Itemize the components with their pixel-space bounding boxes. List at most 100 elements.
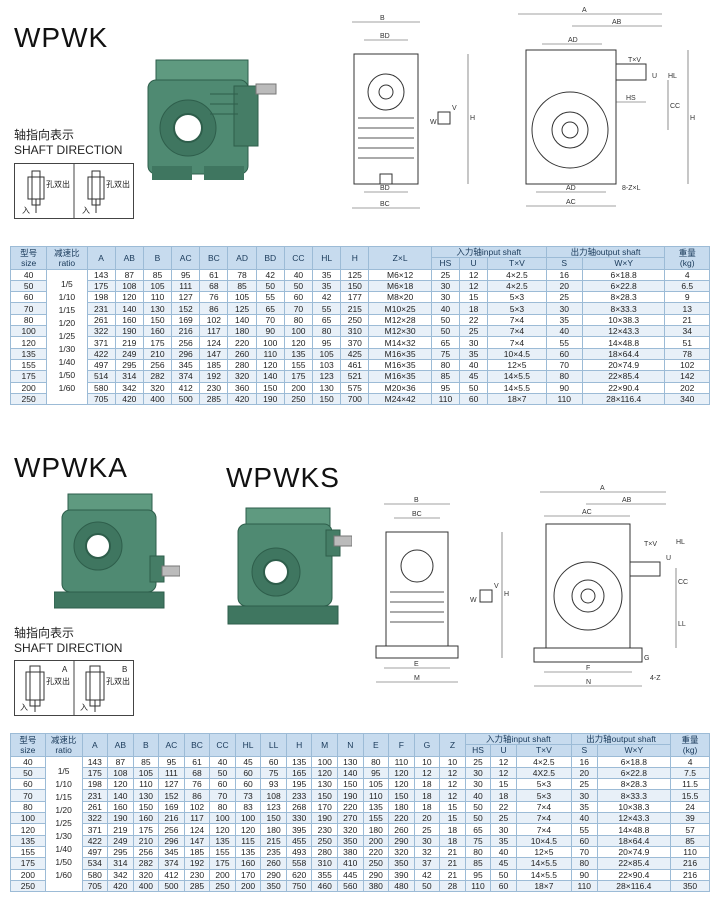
table-cell: 40 [464,789,492,802]
table-cell: 219 [107,823,134,836]
size-cell: 250 [10,879,46,893]
table-cell: 175 [209,857,236,870]
table-cell: 420 [114,392,144,406]
table-cell: 12 [439,789,466,802]
table-cell: 60 [260,755,287,768]
table-cell: 60 [571,834,598,847]
table-cell: 24 [670,800,710,814]
table-cell: 143 [86,268,116,281]
table-cell: 12 [459,268,489,281]
size-cell: 50 [10,766,46,780]
table-cell: 230 [183,868,211,881]
th2-a: A [81,733,109,757]
table-cell: 705 [86,392,116,406]
table-cell: 55 [255,291,285,304]
table-cell: 190 [311,812,338,825]
table-cell: 120 [311,766,338,780]
dim2-v-label: V [494,583,499,590]
table-cell: 120 [283,336,314,349]
th2-n: N [336,733,364,757]
table-cell: 22×85.4 [596,857,672,870]
table-cell: 25 [459,325,489,338]
size-cell: 175 [10,857,46,870]
table-cell: 342 [114,381,144,394]
table-cell: 4×2.5 [515,755,573,768]
table-cell: 169 [158,800,185,814]
table-cell: 320 [132,868,160,881]
table-cell: 155 [209,845,236,859]
table-cell: 70 [571,845,598,859]
table-cell: 100 [255,336,285,349]
size-cell: 60 [10,778,46,791]
gearbox-photo-wpwk [138,50,278,195]
table-cell: 296 [158,834,185,847]
table-cell: 320 [336,823,364,836]
table-cell: 30 [464,778,492,791]
th-size-cn: 型号 [20,247,38,258]
table-cell: M6×18 [368,279,432,293]
table-cell: 290 [388,834,415,847]
table-cell: 350 [670,879,710,893]
table-cell: 175 [81,766,109,780]
size-cell: 200 [10,868,46,881]
table-cell: 200 [362,834,390,847]
th-bc: BC [199,246,229,270]
table-cell: 13 [664,302,710,315]
dim-ad-bottom-label: AD [566,185,576,192]
table-cell: 30 [545,302,583,315]
table-cell: 12 [490,766,517,780]
table-cell: 18 [439,823,466,836]
th2-ab: AB [107,733,134,757]
table-cell: 12×43.3 [581,325,666,338]
table-cell: 150 [142,313,173,327]
table-cell: 16 [545,268,583,281]
table-cell: 18 [413,789,441,802]
table-cell: 50 [255,279,285,293]
dim2-m-label: M [414,675,420,682]
table-cell: 314 [114,370,144,383]
table-cell: 135 [283,347,314,360]
table-cell: 14×5.5 [515,857,573,870]
table-cell: 140 [255,370,285,383]
table-cell: 216 [171,325,201,338]
gearbox-photo-wpwka [53,486,181,619]
th2-weight-cn: 重量 [681,734,699,745]
table-cell: 395 [285,823,313,836]
table-cell: 5×3 [487,291,547,304]
th-weight-cn: 重量 [678,247,696,258]
table-cell: 30 [464,766,492,780]
table-cell: 460 [311,879,338,893]
table-cell: 4 [670,755,710,768]
table-cell: 100 [283,325,314,338]
table-cell: 14×5.5 [487,370,547,383]
table-cell: 190 [107,812,134,825]
table-cell: 75 [430,347,461,360]
table-cell: 15 [459,291,489,304]
table-cell: 86 [183,789,211,802]
dim2-f-label: F [586,665,590,672]
table-cell: 21 [439,868,466,881]
table-cell: 80 [362,755,390,768]
table-cell: 57 [670,823,710,836]
table-cell: 250 [209,879,236,893]
table-cell: 175 [86,279,116,293]
table-cell: 371 [86,336,116,349]
table-cell: 120 [234,823,262,836]
table-cell: 65 [255,302,285,315]
table-cell: 87 [114,268,144,281]
dim-u-label: U [652,73,657,80]
table-cell: 85 [670,834,710,847]
table-cell: 160 [234,857,262,870]
table-cell: 330 [285,812,313,825]
size-cell: 100 [10,812,46,825]
table-cell: 11.5 [670,778,710,791]
model-title-wpwks: WPWKS [226,462,340,493]
table-cell: 60 [490,879,517,893]
dim-v-label: V [452,105,457,112]
table-cell: 18×7 [515,879,573,893]
table-cell: 290 [362,868,390,881]
table-cell: 285 [199,392,229,406]
ratio-value: 1/25 [55,818,72,829]
